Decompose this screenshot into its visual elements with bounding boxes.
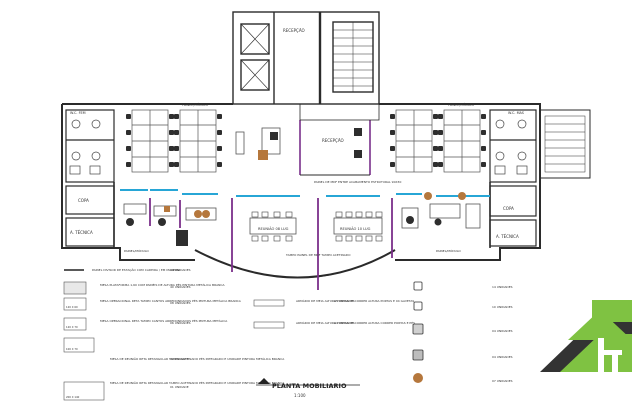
chair-qty-4: 04 UNIDADES	[492, 355, 513, 359]
chair-qty-2: 10 UNIDADES	[492, 305, 513, 309]
workstation-chairs-left	[126, 114, 222, 167]
room-label-reuniao-right: REUNIÃO 10 LUG	[340, 226, 371, 231]
plan-title: PLANTA MOBILIARIO	[272, 382, 347, 390]
north-arrow-icon	[258, 378, 270, 384]
room-label-copa-right: COPA	[503, 206, 514, 211]
room-label-copa-left: COPA	[78, 198, 89, 203]
legend-item-5: MESA DE REUNIÃO RETA RETANGULAR TAMPO AC…	[110, 356, 285, 361]
group-label-bottom-left: PAINEL/MÓDULO	[124, 248, 149, 253]
reception-area	[299, 120, 371, 176]
room-label-tecnica-right: A. TÉCNICA	[496, 234, 519, 239]
glass-partitions	[120, 189, 490, 197]
room-label-reuniao-left: REUNIÃO 08 LUG	[258, 226, 289, 231]
brand-logo-icon	[540, 300, 632, 372]
plan-scale: 1:100	[294, 393, 306, 398]
legend-item-3: MESA OPERACIONAL RETA TAMPO CANTOS ARRED…	[100, 298, 242, 303]
room-label-wc-right: W.C. MAS	[508, 111, 524, 115]
purple-partitions	[149, 198, 393, 290]
room-label-recepcion: RECEPÇÃO	[322, 138, 344, 143]
legend-item-4: MESA OPERACIONAL RETA TAMPO CANTOS ARRED…	[100, 318, 228, 323]
right-wing-rooms	[489, 109, 537, 248]
column	[176, 230, 188, 246]
office-desks	[123, 203, 481, 229]
legend-item-1: PAINEL DIVISOR DE ESTAÇÃO COM CADEIRA / …	[92, 267, 181, 272]
legend-dim-3: 100 X 70	[66, 347, 78, 351]
floor-outline	[61, 103, 541, 279]
legend-qty-5: 01 UNIDADE	[170, 357, 189, 361]
table-note: TAMPO PAINEL DE MDF TAMPO ACETINADO	[285, 253, 351, 257]
legend-item-6: MESA DE REUNIÃO RETA RETANGULAR TAMPO AC…	[110, 380, 285, 385]
legend-dim-2: 120 X 70	[66, 325, 78, 329]
legend-mid-item-1: ARMÁRIO DE MEIA ALTURA PORTAS DE CORRER …	[296, 298, 414, 303]
legend-mid-qty-2: 04 UNIDADES	[334, 321, 355, 325]
chair-qty-3: 04 UNIDADES	[492, 329, 513, 333]
group-label-top-left: PAINEL/MÓDULO	[182, 102, 209, 107]
legend-dim-1: 120 X 60	[66, 305, 78, 309]
group-label-top-right: PAINEL/MÓDULO	[448, 102, 475, 107]
right-stair	[539, 109, 591, 179]
legend-qty-4: 06 UNIDADES	[170, 321, 191, 325]
legend-item-2: MESA PLATAFORMA 1,60 COM PAINÉIS DE ALTU…	[100, 282, 225, 287]
room-label-wc-left: W.C. FEM	[70, 111, 86, 115]
workstation-chairs-right	[390, 114, 486, 167]
legend-qty-1: 14 UNIDADES	[170, 268, 191, 272]
legend-chairs: 14 UNIDADES 10 UNIDADES 04 UNIDADES 04 U…	[412, 281, 513, 383]
room-label-tecnica-left: A. TÉCNICA	[70, 230, 93, 235]
chair-qty-1: 14 UNIDADES	[492, 285, 513, 289]
left-wc-fixtures	[69, 119, 101, 175]
reception-furniture	[235, 103, 380, 160]
legend-mid-item-2: ARMÁRIO DE MEIA ALTURA PORTAS DE CORRER …	[296, 320, 415, 325]
left-wing-rooms	[65, 109, 115, 248]
legend-mid-qty-1: 05 UNIDADES	[334, 299, 355, 303]
right-wc-fixtures	[494, 119, 528, 175]
legend-qty-3: 08 UNIDADES	[170, 301, 191, 305]
legend-left: PAINEL DIVISOR DE ESTAÇÃO COM CADEIRA / …	[63, 267, 285, 401]
workstations-left	[131, 109, 217, 173]
group-label-bottom-right: PAINEL/MÓDULO	[436, 248, 461, 253]
center-note: PAINEL DE MDF ENTRE ACABAMENTO ESTRUTURA…	[314, 180, 401, 184]
chair-qty-5: 07 UNIDADES	[492, 379, 513, 383]
office-chairs	[126, 192, 466, 226]
meeting-table-right	[333, 211, 383, 242]
legend-mid: ARMÁRIO DE MEIA ALTURA PORTAS DE CORRER …	[253, 298, 415, 329]
title-block: PLANTA MOBILIARIO 1:100	[256, 378, 360, 398]
room-label-recepcion-top: RECEPÇÃO	[283, 28, 305, 33]
legend-qty-6: 01 UNIDADE	[170, 385, 189, 389]
core-tower	[232, 11, 380, 105]
meeting-table-left	[249, 211, 297, 242]
workstations-right	[395, 109, 481, 173]
legend-dim-4: 200 X 140	[66, 395, 80, 399]
legend-qty-2: 40 UNIDADES	[170, 285, 191, 289]
